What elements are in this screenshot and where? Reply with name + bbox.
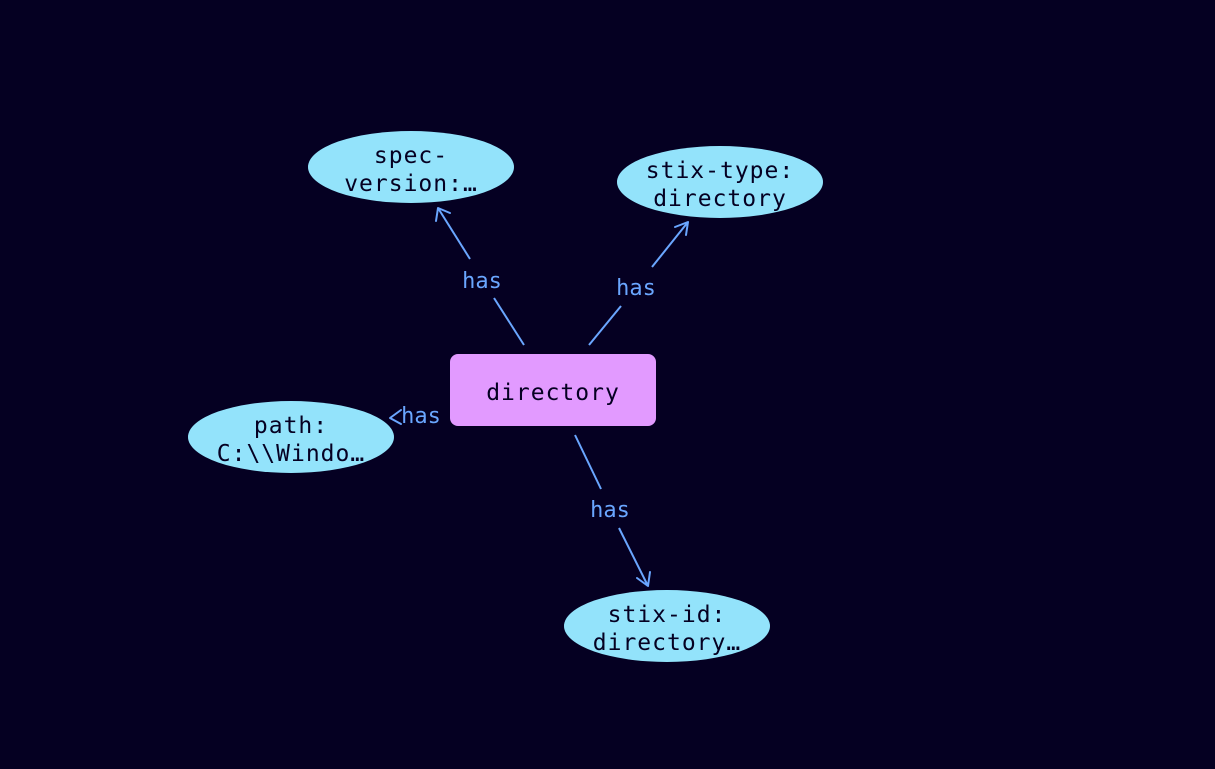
edge-line-spec-version-lower (493, 297, 525, 346)
edge-to-path: has (389, 404, 441, 429)
arrowhead-icon (389, 409, 402, 425)
node-path-line2: C:\\Windo… (217, 441, 365, 467)
arrowhead-icon (674, 221, 689, 236)
node-directory-shape (450, 354, 656, 426)
node-stix-type-line1: stix-type: (646, 158, 794, 184)
node-path-line1: path: (254, 413, 328, 439)
edge-line-stix-type-upper (651, 221, 689, 268)
edge-line-spec-version-upper (437, 207, 471, 260)
node-spec-version-line2: version:… (344, 171, 478, 197)
node-stix-id[interactable]: stix-id: directory… (564, 590, 770, 662)
node-stix-type[interactable]: stix-type: directory (617, 146, 823, 218)
edge-line-stix-type-lower (588, 305, 622, 346)
arrowhead-icon (435, 207, 451, 222)
node-stix-id-line2: directory… (593, 630, 741, 656)
node-directory[interactable]: directory (450, 354, 656, 426)
edge-label-stix-type: has (616, 276, 656, 301)
edge-label-path: has (401, 404, 441, 429)
node-stix-id-shape (564, 590, 770, 662)
edge-label-stix-id: has (590, 498, 630, 523)
edge-label-spec-version: has (462, 269, 502, 294)
edge-to-stix-type: has (588, 221, 689, 346)
arrowhead-icon (636, 571, 651, 587)
node-stix-type-line2: directory (653, 186, 787, 212)
edge-to-spec-version: has (435, 207, 525, 346)
node-spec-version-shape (308, 131, 514, 203)
edge-to-stix-id: has (574, 434, 651, 587)
node-path[interactable]: path: C:\\Windo… (188, 401, 394, 473)
node-spec-version[interactable]: spec- version:… (308, 131, 514, 203)
edge-line-stix-id-lower (618, 527, 649, 587)
node-spec-version-line1: spec- (374, 143, 448, 169)
node-path-shape (188, 401, 394, 473)
node-directory-label: directory (486, 380, 620, 406)
node-stix-type-shape (617, 146, 823, 218)
edge-line-stix-id-upper (574, 434, 602, 490)
node-stix-id-line1: stix-id: (608, 602, 727, 628)
